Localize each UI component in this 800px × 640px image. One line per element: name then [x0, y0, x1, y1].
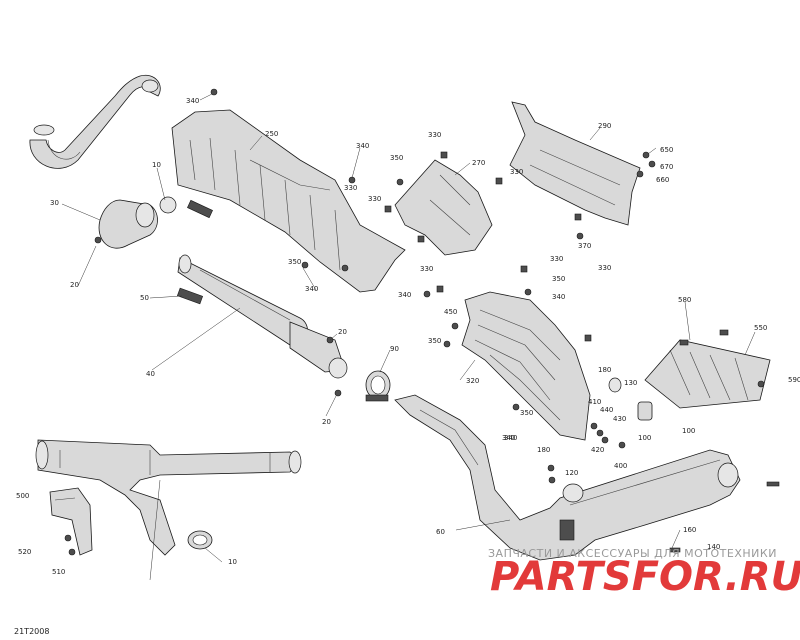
callout: 250	[265, 130, 278, 138]
callout: 510	[52, 568, 65, 576]
callout: 330	[368, 195, 381, 203]
callout: 330	[598, 264, 611, 272]
callout: 270	[472, 159, 485, 167]
callout: 60	[436, 528, 445, 536]
part-100-bushing	[608, 377, 653, 421]
callout: 420	[591, 446, 604, 454]
callout: 40	[146, 370, 155, 378]
callout: 20	[322, 418, 331, 426]
callout: 520	[18, 548, 31, 556]
callout: 500	[16, 492, 29, 500]
callout: 350	[520, 409, 533, 417]
callout: 130	[624, 379, 637, 387]
callout: 180	[537, 446, 550, 454]
callout: 550	[754, 324, 767, 332]
callout: 340	[398, 291, 411, 299]
callout: 340	[504, 434, 517, 442]
callout: 350	[428, 337, 441, 345]
callout: 340	[186, 97, 199, 105]
callout-labels: 340 250 10 30 20 50 40 20 90 20 340 350 …	[16, 97, 800, 576]
callout: 90	[390, 345, 399, 353]
part-320-middle-shield	[461, 291, 591, 441]
callout: 670	[660, 163, 673, 171]
leader-lines	[61, 93, 756, 581]
callout: 330	[510, 168, 523, 176]
callout: 290	[598, 122, 611, 130]
callout: 350	[390, 154, 403, 162]
callout: 180	[598, 366, 611, 374]
part-90-clamp	[365, 370, 391, 402]
part-270-bracket-shield	[394, 159, 493, 256]
callout: 430	[613, 415, 626, 423]
watermark-logo: PARTSFOR.RU	[490, 554, 800, 600]
callout: 400	[614, 462, 627, 470]
diagram-code: 21T2008	[14, 627, 49, 636]
callout: 410	[588, 398, 601, 406]
callout: 340	[356, 142, 369, 150]
callout: 450	[444, 308, 457, 316]
callout: 160	[683, 526, 696, 534]
callout: 20	[338, 328, 347, 336]
callout: 330	[428, 131, 441, 139]
part-40-resonator-pipe	[177, 254, 348, 379]
callout: 660	[656, 176, 669, 184]
callout: 580	[678, 296, 691, 304]
callout: 330	[550, 255, 563, 263]
callout: 320	[466, 377, 479, 385]
callout: 50	[140, 294, 149, 302]
callout: 30	[50, 199, 59, 207]
hardware-fasteners	[64, 88, 780, 556]
callout: 20	[70, 281, 79, 289]
part-60-muffler-assembly	[394, 394, 741, 561]
part-lower-front-pipe	[35, 439, 302, 556]
callout: 340	[552, 293, 565, 301]
part-250-heat-shield	[171, 109, 406, 293]
callout: 350	[552, 275, 565, 283]
part-10-gasket-lower	[187, 530, 213, 550]
callout: 10	[228, 558, 237, 566]
callout: 650	[660, 146, 673, 154]
callout: 350	[288, 258, 301, 266]
part-550-heat-plate	[644, 339, 771, 409]
callout: 370	[578, 242, 591, 250]
part-290-upper-shield	[509, 101, 641, 226]
callout: 100	[682, 427, 695, 435]
callout: 140	[707, 543, 720, 551]
callout: 440	[600, 406, 613, 414]
callout: 340	[502, 434, 515, 442]
callout: 120	[565, 469, 578, 477]
part-30-exhaust-pipe	[29, 74, 161, 169]
part-10-elbow-upper	[98, 196, 177, 249]
part-50-springs	[176, 199, 213, 305]
callout: 340	[305, 285, 318, 293]
watermark: ЗАПЧАСТИ И АКСЕССУАРЫ ДЛЯ МОТОТЕХНИКИ PA…	[488, 547, 800, 600]
watermark-caption: ЗАПЧАСТИ И АКСЕССУАРЫ ДЛЯ МОТОТЕХНИКИ	[488, 547, 777, 560]
callout: 10	[152, 161, 161, 169]
callout: 330	[420, 265, 433, 273]
callout: 100	[638, 434, 651, 442]
callout: 590	[788, 376, 800, 384]
callout: 330	[344, 184, 357, 192]
part-500-bracket	[49, 487, 93, 556]
